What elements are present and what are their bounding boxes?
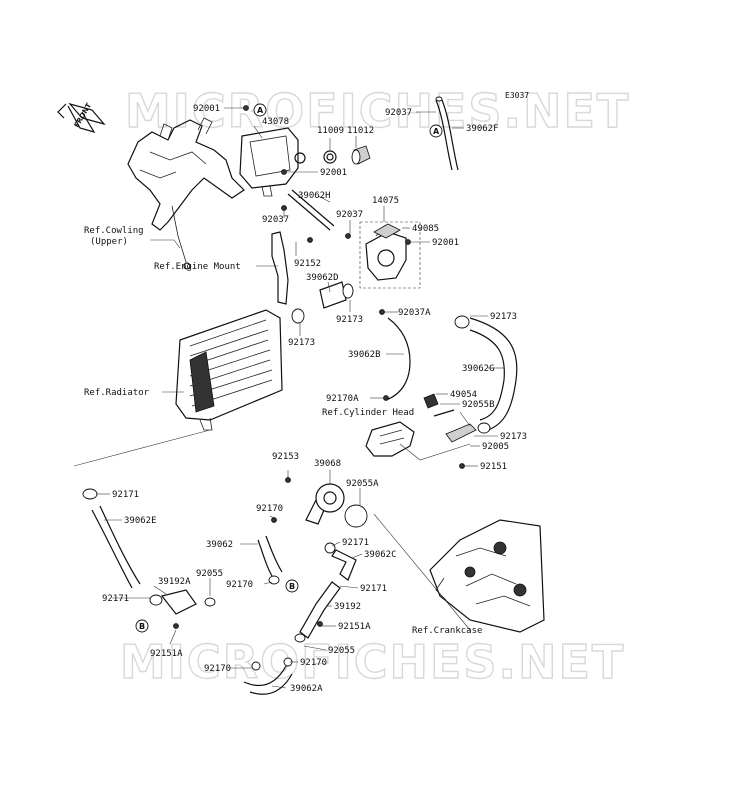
- pipe-39192a: [160, 589, 197, 615]
- part-labels: 92001 43078 11009 11012 92037 39062F 920…: [84, 104, 527, 694]
- label-ref-cowling: Ref.Cowling: [84, 226, 144, 236]
- reservoir-cap: [323, 145, 371, 165]
- label-ref-cylinder-head: Ref.Cylinder Head: [322, 408, 414, 418]
- label-92170-d: 92170: [204, 664, 231, 674]
- label-92170-b: 92170: [226, 580, 253, 590]
- label-39192a: 39192A: [158, 577, 191, 587]
- label-39062c: 39062C: [364, 550, 397, 560]
- label-92171-a: 92171: [112, 490, 139, 500]
- label-92171-b: 92171: [342, 538, 369, 548]
- label-92151a-a: 92151A: [338, 622, 371, 632]
- label-92001-top: 92001: [193, 104, 220, 114]
- label-ref-engine-mount: Ref.Engine Mount: [154, 262, 241, 272]
- label-39068: 39068: [314, 459, 341, 469]
- label-92005: 92005: [482, 442, 509, 452]
- cylinder-head-parts: [365, 393, 477, 461]
- label-92055-a: 92055: [196, 569, 223, 579]
- label-92055b: 92055B: [462, 400, 495, 410]
- label-39062a: 39062A: [290, 684, 323, 694]
- pipe-39192: [299, 581, 341, 639]
- label-92173-c: 92173: [288, 338, 315, 348]
- label-92170-a: 92170: [256, 504, 283, 514]
- label-43078: 43078: [262, 117, 289, 127]
- label-ref-cowling-upper: (Upper): [90, 237, 128, 247]
- label-92151a-b: 92151A: [150, 649, 183, 659]
- diagram-code: E3037: [505, 91, 529, 100]
- radiator: [175, 309, 283, 431]
- label-92170-c: 92170: [300, 658, 327, 668]
- label-39062b: 39062B: [348, 350, 381, 360]
- label-14075: 14075: [372, 196, 399, 206]
- hose-39062f: [435, 99, 459, 171]
- label-92171-c: 92171: [360, 584, 387, 594]
- label-92152: 92152: [294, 259, 321, 269]
- label-92173-a: 92173: [336, 315, 363, 325]
- label-39062d: 39062D: [306, 273, 339, 283]
- bolts: [173, 105, 465, 629]
- callout-a-left: A: [257, 106, 264, 115]
- hose-39062b: [385, 317, 411, 401]
- front-arrow-icon: FRONT: [57, 102, 106, 133]
- hose-39062c: [331, 549, 357, 581]
- crankcase: [429, 519, 545, 633]
- label-92001-r: 92001: [432, 238, 459, 248]
- label-92037-top: 92037: [385, 108, 412, 118]
- hose-39062d: [291, 281, 354, 324]
- callout-b-right: B: [289, 582, 295, 591]
- cowling-bracket: [127, 117, 245, 270]
- label-92170a: 92170A: [326, 394, 359, 404]
- label-39062e: 39062E: [124, 516, 157, 526]
- label-39062: 39062: [206, 540, 233, 550]
- hose-39062a: [243, 665, 293, 695]
- hose-39062: [257, 535, 283, 577]
- hose-39062h: [287, 189, 335, 231]
- label-92001-mid: 92001: [320, 168, 347, 178]
- label-11009: 11009: [317, 126, 344, 136]
- label-92037-b: 92037: [336, 210, 363, 220]
- label-49085: 49085: [412, 224, 439, 234]
- label-92055-b: 92055: [328, 646, 355, 656]
- label-92037a: 92037A: [398, 308, 431, 318]
- label-39062g: 39062G: [462, 364, 495, 374]
- leader-lines: [73, 107, 504, 689]
- watermark-bottom: MICROFICHES.NET: [120, 635, 625, 689]
- reservoir-tank: [239, 127, 306, 197]
- label-ref-crankcase: Ref.Crankcase: [412, 626, 482, 636]
- label-11012: 11012: [347, 126, 374, 136]
- label-92055a: 92055A: [346, 479, 379, 489]
- label-92173-b: 92173: [490, 312, 517, 322]
- water-pump: [305, 483, 368, 528]
- hose-39062e: [91, 505, 141, 589]
- label-39062h: 39062H: [298, 191, 331, 201]
- label-49054: 49054: [450, 390, 477, 400]
- label-ref-radiator: Ref.Radiator: [84, 388, 150, 398]
- label-39062f: 39062F: [466, 124, 499, 134]
- callout-b-left: B: [139, 622, 145, 631]
- label-92173-d: 92173: [500, 432, 527, 442]
- label-92151: 92151: [480, 462, 507, 472]
- callout-a-right: A: [433, 127, 440, 136]
- label-92153: 92153: [272, 452, 299, 462]
- hose-39062g: [469, 317, 518, 431]
- label-92171-d: 92171: [102, 594, 129, 604]
- label-39192: 39192: [334, 602, 361, 612]
- engine-mount-bracket: [271, 231, 289, 305]
- label-92037-mid: 92037: [262, 215, 289, 225]
